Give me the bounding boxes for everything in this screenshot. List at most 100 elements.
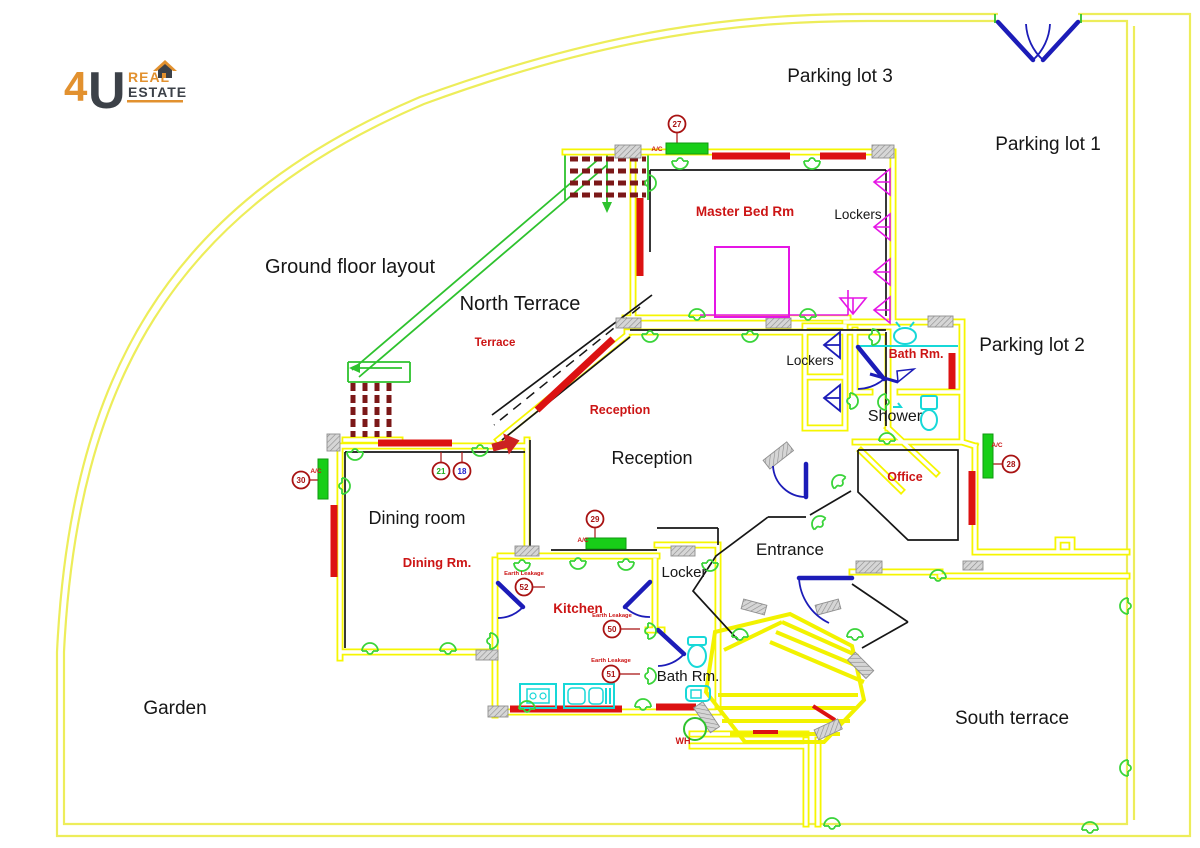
water-heater-icon (683, 717, 707, 741)
column-icon (762, 441, 795, 470)
stair-arrow-icon (349, 363, 402, 373)
house-icon (153, 60, 177, 78)
ac-label: A/C (310, 468, 322, 475)
locker-lobby-label: Locker (661, 564, 706, 581)
shower-door-icon (869, 367, 917, 384)
bath-kitchen-label: Bath Rm. (657, 668, 720, 685)
column-icon (871, 144, 895, 159)
toilet-icon (687, 636, 707, 668)
parking-lot-3-label: Parking lot 3 (787, 66, 893, 87)
device-number: 28 (1007, 460, 1016, 469)
logo-underline (127, 100, 183, 103)
stove-icon (519, 683, 557, 709)
sprinkler-icon (513, 559, 531, 572)
sprinkler-icon (827, 470, 849, 492)
tap-icon (893, 402, 903, 408)
device-circle-52 (514, 577, 534, 597)
column-icon (614, 144, 642, 159)
device-number: 30 (297, 476, 306, 485)
column-icon (326, 433, 341, 452)
shower-label: Shower (868, 408, 923, 425)
doors (495, 344, 917, 667)
logo-u: U (88, 62, 126, 120)
lockers-master-label: Lockers (834, 207, 882, 222)
column-icon (846, 651, 875, 680)
ac-unit-29 (585, 537, 627, 550)
column-icon (962, 560, 984, 571)
locker-magenta-icon (839, 297, 867, 315)
reception-label: Reception (611, 448, 692, 468)
column-icon (670, 545, 696, 557)
sprinkler-icon (644, 667, 657, 685)
device-number: 29 (591, 515, 600, 524)
sprinkler-icon (807, 511, 829, 533)
locker-magenta-icon (873, 258, 891, 286)
ac-label: A/C (991, 442, 1003, 449)
sprinkler-icon (346, 448, 364, 461)
sprinkler-icon (617, 558, 635, 571)
ac-label: A/C (651, 146, 663, 153)
sprinkler-icon (569, 557, 587, 570)
site-boundary (55, 12, 1192, 838)
sprinkler-icon (803, 157, 821, 170)
columns (326, 144, 984, 741)
parking-lot-2-label: Parking lot 2 (979, 335, 1085, 356)
earth-leakage-label: Earth Leakage (504, 571, 544, 577)
logo-estate: ESTATE (128, 84, 187, 100)
direction-arrow-icon (491, 433, 520, 455)
devices: 27 30 29 28 21 18 52 50 51 A/C A/C A/C A… (291, 114, 1021, 684)
reception-lockers (823, 331, 841, 412)
gate-door-icon (995, 19, 1081, 63)
device-circle-21 (431, 461, 451, 481)
ac-unit-28 (982, 433, 994, 479)
logo-4: 4 (64, 63, 88, 110)
earth-leakage-label: Earth Leakage (591, 658, 631, 664)
staircase (703, 611, 867, 744)
device-circle-51 (601, 664, 621, 684)
column-icon (615, 317, 642, 329)
water-heater (683, 717, 707, 741)
column-icon (765, 317, 792, 329)
toilet-icon (920, 395, 938, 431)
labels: Parking lot 3 Parking lot 1 Parking lot … (143, 66, 1101, 746)
sink-icon (893, 321, 917, 345)
plumbing-fixtures (519, 321, 958, 709)
device-number: 21 (437, 467, 446, 476)
sprinkler-icon (634, 698, 652, 711)
ac-unit-27 (665, 142, 709, 155)
earth-leakage-label: Earth Leakage (592, 613, 632, 619)
device-number: 18 (458, 467, 467, 476)
sprinkler-icon (1119, 759, 1132, 777)
master-bed-label: Master Bed Rm (696, 204, 794, 219)
column-icon (475, 649, 499, 661)
device-circle-50 (602, 619, 622, 639)
column-icon (813, 718, 843, 741)
terrace-label: Terrace (475, 337, 516, 349)
logo: 4 U REAL ESTATE (64, 60, 187, 120)
sprinkler-icon (671, 157, 689, 170)
north-terrace-label: North Terrace (460, 293, 581, 315)
ac-unit-30 (317, 458, 329, 500)
entrance-label: Entrance (756, 540, 824, 559)
column-icon (740, 598, 768, 616)
column-icon (487, 705, 509, 718)
door-swing-icon (495, 344, 887, 667)
parking-lot-1-label: Parking lot 1 (995, 134, 1101, 155)
device-number: 50 (608, 625, 617, 634)
dining-room-label: Dining room (368, 508, 465, 528)
office-label: Office (887, 470, 922, 484)
main-gate (995, 19, 1081, 63)
page-title: Ground floor layout (265, 256, 436, 278)
sprinkler-icon (846, 628, 864, 641)
device-number: 52 (520, 583, 529, 592)
device-number: 27 (673, 120, 682, 129)
locker-magenta-icon (873, 168, 891, 196)
column-icon (927, 315, 954, 328)
ac-label: A/C (577, 537, 589, 544)
column-icon (814, 598, 842, 616)
device-circle-28 (1001, 454, 1021, 474)
bidet-icon (685, 685, 711, 702)
south-terrace-label: South terrace (955, 708, 1069, 729)
